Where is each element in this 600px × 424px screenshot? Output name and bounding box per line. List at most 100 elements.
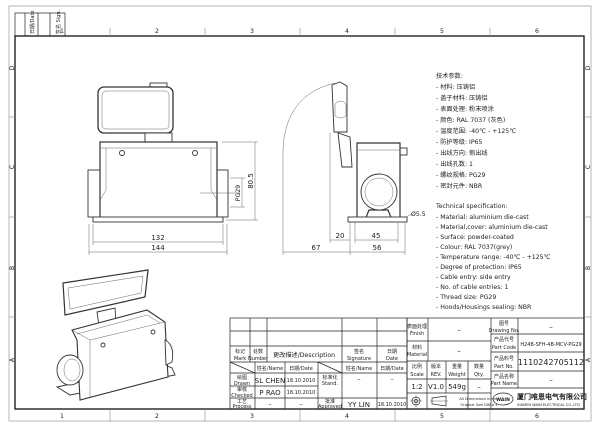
stand-label: Stand.	[322, 381, 339, 387]
company-logo: WAIN 厦门唯恩电气有限公司 XIAMEN WAIN ELECTRICAL C…	[492, 392, 587, 407]
stand-date: –	[390, 376, 393, 383]
zone-col-4: 4	[345, 28, 349, 35]
dim-45: 45	[372, 232, 381, 240]
spec-cn-item: - 表面处理: 粉末喷涂	[436, 105, 494, 113]
rev-value: V1.0	[428, 383, 444, 391]
spec-cn-item: - 防护等级: IP65	[436, 138, 482, 146]
projection-symbol-icon	[410, 395, 448, 407]
spec-en-item: - Degree of protection: IP65	[436, 264, 522, 271]
spec-cn-item: - 盖子材料: 压铸铝	[436, 94, 488, 102]
mark-cn: 标记	[235, 348, 245, 355]
zone-col-3-bottom: 3	[250, 413, 254, 420]
rev-label: REV.	[431, 372, 442, 378]
part-code-value: H24B-SFH-4B-MCV-PG29	[520, 342, 581, 348]
part-name-cn: 产品名称	[494, 373, 514, 380]
process-label: Process	[233, 404, 252, 410]
spec-en: Technical specification: - Material: alu…	[435, 203, 551, 311]
spec-cn-item: - 出线孔数: 1	[436, 160, 473, 168]
description-label: 更改描述/Description	[273, 351, 335, 359]
corner-label-date: 日期/Date	[30, 10, 36, 34]
spec-en-item: - Colour: RAL 7037(grey)	[436, 244, 512, 251]
stand-name: –	[357, 376, 360, 383]
name-header: 姓名/Name	[257, 365, 283, 372]
zone-row-d: D	[9, 65, 16, 70]
cable-entry	[360, 173, 398, 211]
finish-cn: 表面处理	[407, 323, 427, 330]
company-name-en: XIAMEN WAIN ELECTRICAL CO.,LTD	[517, 403, 580, 407]
spec-cn-item: - 颜色: RAL 7037 (灰色)	[436, 116, 505, 124]
dim-pg29: PG29	[235, 185, 242, 201]
zone-row-b-right: B	[585, 266, 592, 270]
zone-col-4-bottom: 4	[345, 413, 349, 420]
spec-cn-item: - 材料: 压铸铝	[436, 83, 475, 91]
scale-value: 1:2	[411, 383, 422, 391]
zone-col-2: 2	[155, 28, 159, 35]
spec-cn-item: - 出线方向: 侧出线	[436, 149, 488, 157]
number-cn: 处数	[253, 348, 263, 355]
spec-en-title: Technical specification:	[435, 203, 507, 210]
spec-cn: 技术参数: - 材料: 压铸铝 - 盖子材料: 压铸铝 - 表面处理: 粉末喷涂…	[436, 72, 516, 190]
qty-label: Qty.	[474, 372, 484, 378]
scale-cn: 比例	[412, 363, 422, 370]
zone-ticks	[9, 28, 591, 421]
checked-label: Checked	[231, 393, 252, 399]
process-name: –	[268, 401, 271, 408]
company-name-cn: 厦门唯恩电气有限公司	[516, 392, 587, 401]
spec-cn-title: 技术参数:	[436, 72, 463, 80]
approved-name: YY LIN	[347, 401, 370, 409]
dim-144: 144	[151, 244, 165, 252]
iso-lid	[62, 269, 149, 316]
part-name-value: –	[549, 376, 553, 384]
checked-name: P RAO	[259, 389, 281, 397]
iso-body	[71, 309, 169, 401]
signature-label: Signature	[347, 356, 371, 362]
dim-56: 56	[373, 244, 382, 252]
part-code-cn: 产品代号	[494, 336, 514, 343]
side-lid	[331, 81, 348, 133]
checked-cn: 审核	[237, 386, 247, 393]
drawn-label: Drawn	[234, 381, 250, 387]
date-header: 日期/Date	[289, 366, 313, 372]
corner-label-sign: 签名 Sign.	[55, 10, 62, 34]
dims-note-1: All Dimensions in mm	[459, 397, 499, 401]
stand-cn: 标准化	[322, 374, 337, 381]
zone-col-5-bottom: 5	[440, 413, 444, 420]
zone-col-6-bottom: 6	[535, 413, 539, 420]
dims-note-2: Original Size DIN A 4	[460, 403, 498, 407]
dim-hole-diameter: Ø5.5	[411, 210, 426, 218]
part-no-label: Part No.	[494, 364, 514, 370]
process-date: –	[299, 401, 302, 408]
spec-cn-item: - 温度范围: -40℃ - +125℃	[436, 127, 516, 135]
title-block: 表面处理 Finish – 材料 Material – 比例 Scale 版本 …	[406, 317, 587, 410]
zone-col-3: 3	[250, 28, 254, 35]
scale-label: Scale	[410, 372, 423, 378]
revision-block: 标记 Mark 处数 Number 更改描述/Description 签名 Si…	[229, 317, 408, 410]
zone-col-2-bottom: 2	[155, 413, 159, 420]
approved-cn: 批准	[325, 398, 335, 405]
left-gland	[87, 169, 102, 218]
approved-label: Approved	[318, 404, 342, 410]
spec-cn-item: - 螺纹规格: PG29	[436, 171, 485, 179]
zone-col-1: 1	[60, 28, 64, 35]
front-view: 132 144 80.5 PG29	[87, 82, 258, 255]
weight-cn: 重量	[452, 363, 462, 370]
logo-text: WAIN	[496, 397, 510, 403]
dim-132: 132	[151, 234, 164, 242]
date-cn: 日期	[387, 349, 397, 355]
mark-label: Mark	[234, 356, 246, 362]
drawn-cn: 绘图	[237, 374, 247, 381]
zone-row-c-right: C	[585, 165, 592, 169]
material-label: Material	[407, 352, 427, 358]
weight-value: 549g	[448, 383, 466, 391]
rev-cn: 版本	[431, 363, 441, 370]
weight-label: Weight	[448, 372, 465, 378]
zone-row-b: B	[9, 266, 16, 270]
side-hinge	[337, 132, 353, 168]
spec-en-item: - Thread size: PG29	[436, 294, 496, 301]
qty-value: –	[477, 383, 481, 391]
zone-col-6: 6	[535, 28, 539, 35]
material-cn: 材料	[412, 344, 422, 351]
finish-label: Finish	[410, 331, 424, 337]
part-no-value: 1110242705112	[518, 358, 584, 367]
